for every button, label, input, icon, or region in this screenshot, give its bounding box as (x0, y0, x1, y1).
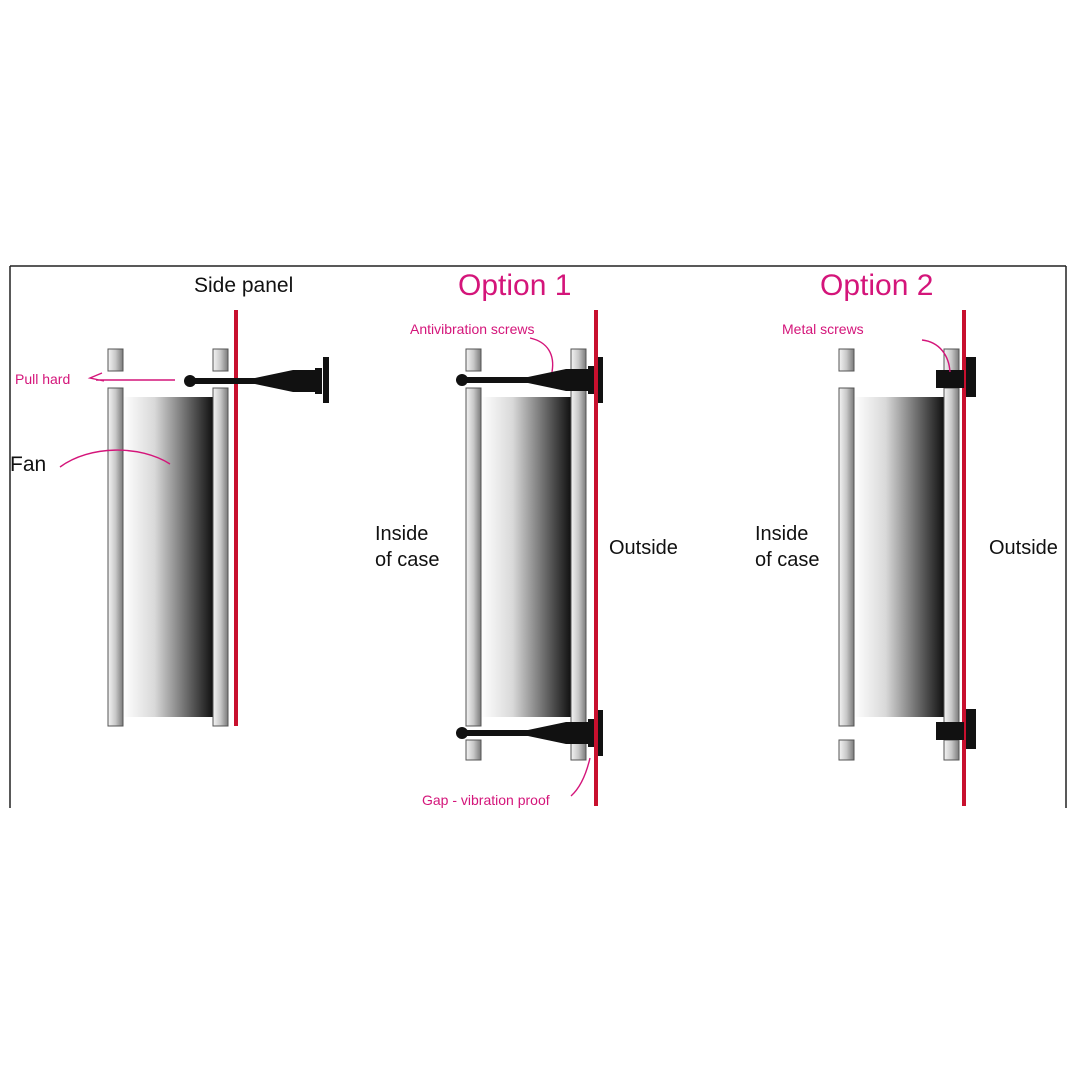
metal-screw-bottom (936, 709, 976, 749)
fan-frame-left (465, 387, 482, 727)
pull-arrow (87, 372, 175, 382)
fan-body (123, 397, 213, 717)
inside-case-label-line2: of case (375, 549, 439, 571)
antivibration-screw (184, 357, 329, 403)
fan-frame-left (838, 387, 855, 727)
fan-frame-top-stub-left (107, 348, 124, 372)
option2-title: Option 2 (820, 269, 933, 302)
option1-title: Option 1 (458, 269, 571, 302)
fan-leader-line (59, 449, 171, 468)
fan-frame-top-stub-right (570, 348, 587, 372)
fan-frame-top-stub-right (943, 348, 960, 372)
fan-frame-bottom-stub-left (465, 739, 482, 761)
side-panel-label: Side panel (194, 274, 293, 297)
fan-frame-top-stub-right (212, 348, 229, 372)
antivibration-screw-bottom (456, 710, 603, 756)
fan-frame-bottom-stub-left (838, 739, 855, 761)
fan-label: Fan (10, 453, 46, 476)
metal-screws-leader-line (921, 339, 951, 373)
fan-body (481, 397, 571, 717)
option1-panel: Option 1 Antivibration screws Inside of … (375, 269, 678, 808)
outside-label: Outside (989, 537, 1058, 559)
option2-panel: Option 2 Metal screws Inside of case Out… (755, 269, 1058, 806)
inside-case-label-line1: Inside (375, 523, 428, 545)
default-mount-panel: Side panel Pull hard Fan (10, 274, 329, 727)
antivibration-screw-top (456, 357, 603, 403)
fan-body (854, 397, 944, 717)
fan-frame-right (943, 387, 960, 727)
side-panel (594, 310, 598, 806)
diagram-frame (9, 265, 1067, 808)
fan-frame-top-stub-left (838, 348, 855, 372)
inside-case-label-line1: Inside (755, 523, 808, 545)
antivibration-screws-label: Antivibration screws (410, 321, 535, 337)
fan-frame-right (212, 387, 229, 727)
gap-leader-line (570, 757, 591, 797)
fan-frame-bottom-stub-right (943, 739, 960, 761)
gap-vibration-proof-label: Gap - vibration proof (422, 792, 550, 808)
side-panel (234, 310, 238, 726)
pull-hard-label: Pull hard (15, 371, 70, 387)
side-panel (962, 310, 966, 806)
metal-screw-top (936, 357, 976, 397)
outside-label: Outside (609, 537, 678, 559)
inside-case-label-line2: of case (755, 549, 819, 571)
fan-frame-right (570, 387, 587, 727)
metal-screws-label: Metal screws (782, 321, 864, 337)
fan-frame-top-stub-left (465, 348, 482, 372)
fan-frame-left (107, 387, 124, 727)
antivibration-leader-line (529, 337, 554, 373)
